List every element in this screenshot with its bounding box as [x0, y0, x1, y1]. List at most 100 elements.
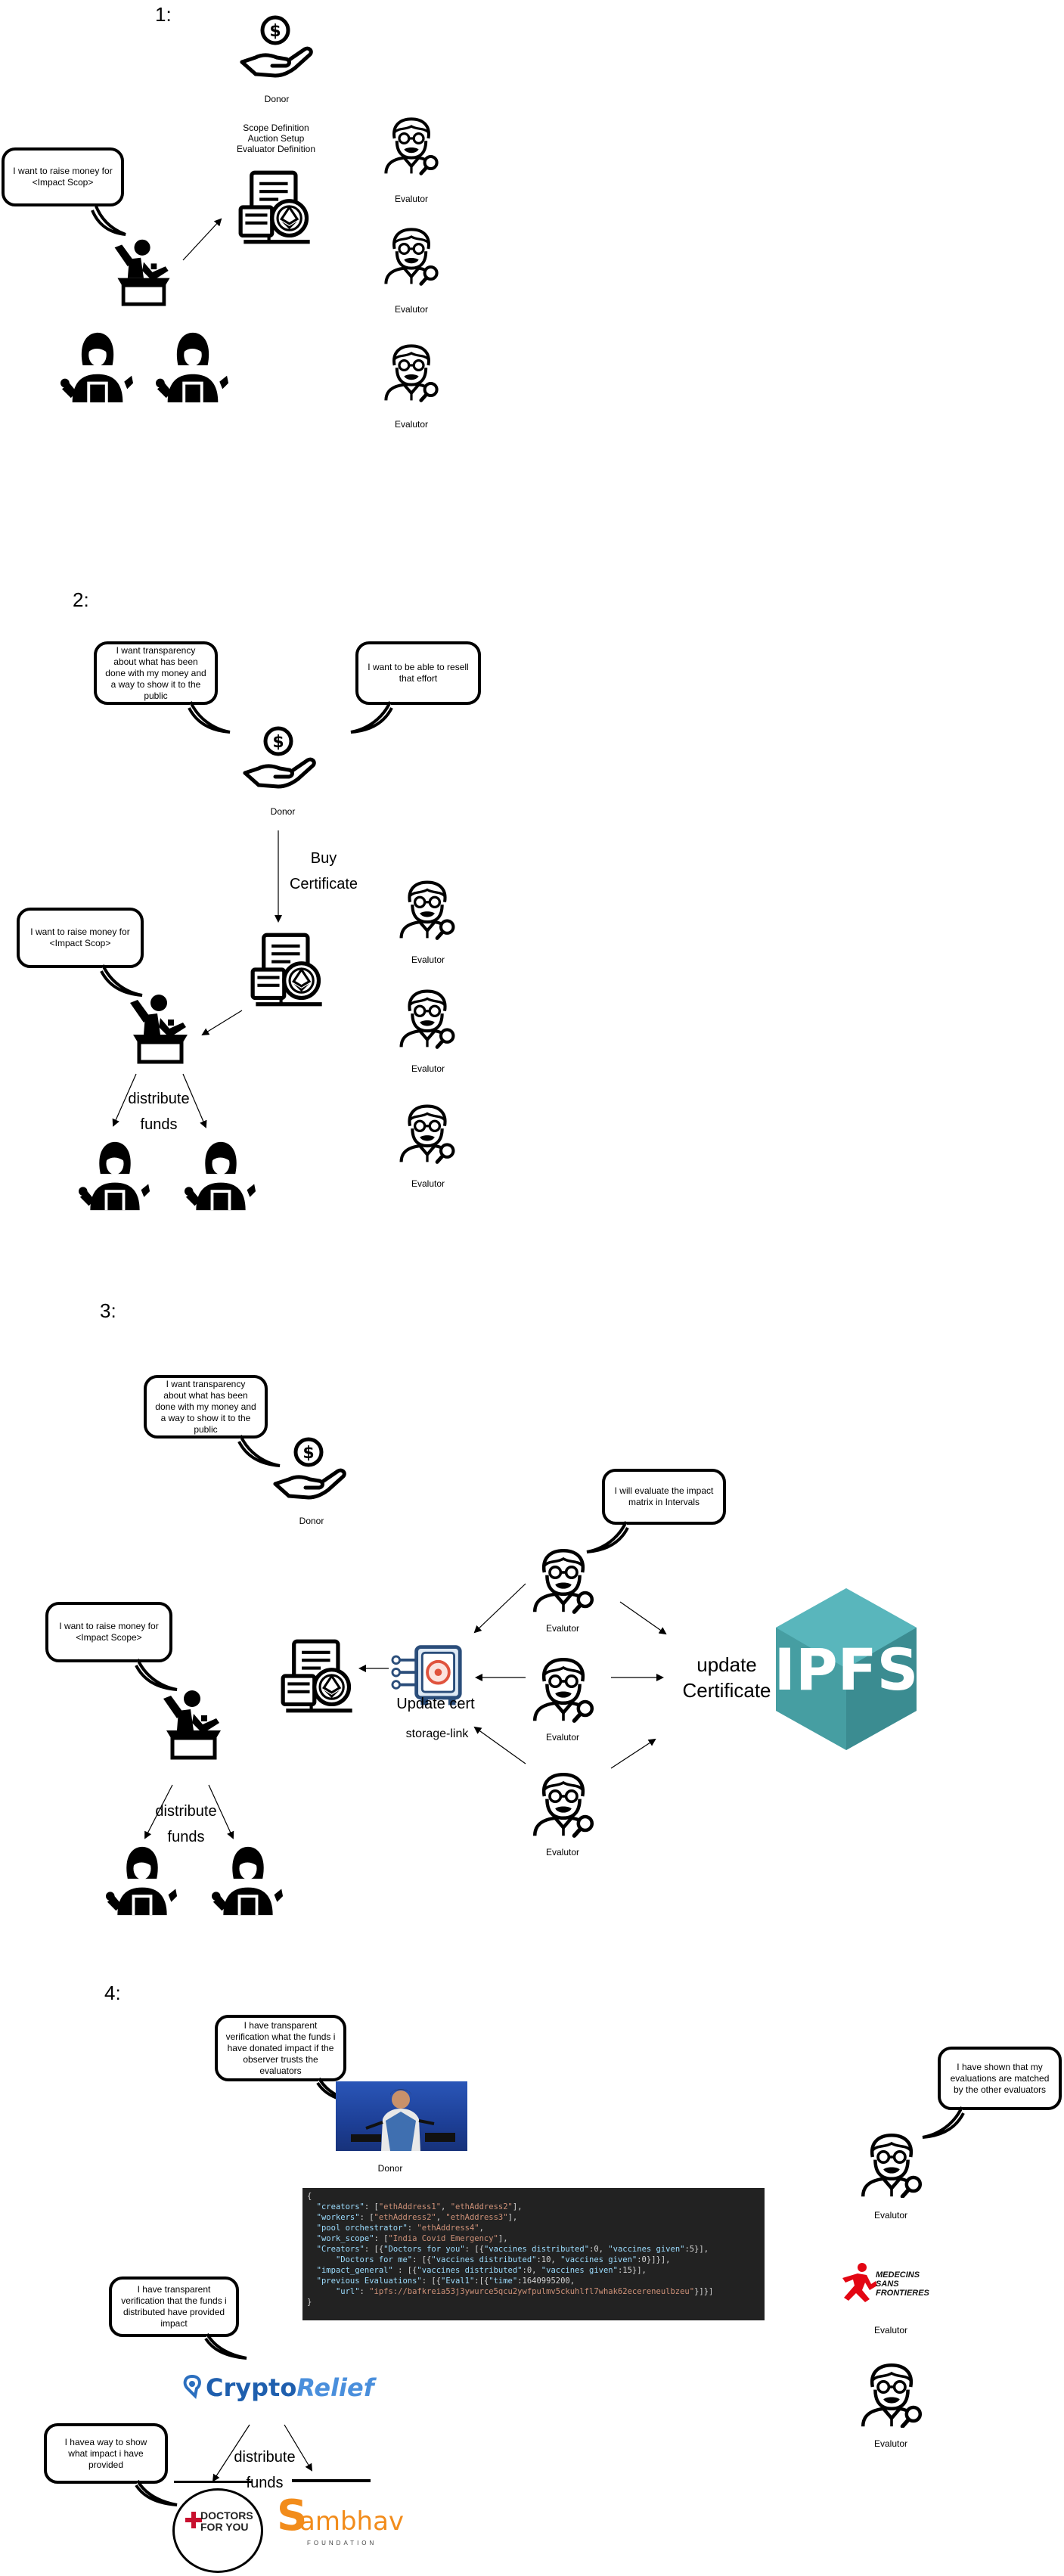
ipfs-logo: IPFS — [774, 1588, 918, 1750]
evaluator-icon — [529, 1767, 597, 1839]
donor-photo — [336, 2081, 467, 2151]
funds-word: funds — [167, 1829, 205, 1845]
evaluator-label: Evalutor — [411, 1063, 445, 1074]
bubble-tail — [922, 2106, 965, 2139]
worker-icon — [79, 1139, 151, 1212]
evaluator-label: Evalutor — [394, 194, 429, 204]
certificate-word: Certificate — [289, 876, 358, 892]
bubble-tail — [237, 1435, 281, 1467]
donor-label: Donor — [264, 94, 290, 104]
arrow-funds-left-4 — [212, 2424, 250, 2482]
bubble-tail — [350, 701, 393, 734]
code-line: "previous Evaluations": [{"Eval1":[{"tim… — [316, 2277, 575, 2286]
funds-word: funds — [140, 1116, 178, 1133]
evaluator-label: Evalutor — [394, 419, 429, 430]
doctors-word: DOCTORS — [200, 2509, 253, 2522]
bubble-tail — [135, 2479, 178, 2506]
evaluator-icon — [381, 110, 442, 178]
update-word: update — [696, 1653, 757, 1676]
storage-link-label: storage-link — [405, 1727, 469, 1740]
code-line: "Creators": [{"Doctors for you": [{"vacc… — [316, 2245, 709, 2254]
auction-setup: Auction Setup — [247, 133, 305, 144]
bubble-tail — [91, 203, 126, 236]
msf-logo: MEDECINS SANS FRONTIERES — [838, 2260, 948, 2305]
code-line: "creators": ["ethAddress1", "ethAddress2… — [316, 2202, 523, 2211]
worker-icon — [106, 1844, 178, 1916]
bubble-tail — [135, 1659, 178, 1691]
certificate-json-code-block: { "creators": ["ethAddress1", "ethAddres… — [302, 2188, 765, 2320]
bubble-tail — [204, 2332, 247, 2360]
donor-label: Donor — [270, 806, 296, 817]
donor-photo-person — [351, 2089, 455, 2151]
worker-icon — [156, 330, 230, 404]
arrow-funds-left-3 — [144, 1784, 173, 1839]
auction-contract-icon — [250, 930, 328, 1009]
step-number-3: 3: — [100, 1299, 116, 1322]
arrow-eval3-to-vault — [473, 1726, 526, 1764]
evaluator-icon — [396, 983, 458, 1051]
sambhav-s-mark: S — [277, 2491, 308, 2540]
arrow-funds-right-4 — [284, 2424, 313, 2472]
certificate-word: Certificate — [682, 1679, 771, 1702]
step-number-4: 4: — [104, 1982, 121, 2004]
evaluator-icon — [858, 2360, 926, 2428]
podium-speaker-icon — [156, 1685, 231, 1761]
bubble-tail — [586, 1521, 629, 1553]
evaluator-icon — [396, 874, 458, 942]
scope-definition: Scope Definition — [243, 123, 309, 133]
speech-bubble-raise-money: I want to raise money for <Impact Scope> — [45, 1602, 172, 1662]
worker-icon — [60, 330, 135, 404]
evaluator-label: Evalutor — [394, 304, 429, 315]
scope-text: Scope Definition Auction Setup Evaluator… — [219, 123, 333, 154]
code-line: } — [307, 2298, 312, 2307]
evaluator-icon — [396, 1098, 458, 1166]
update-cert-label: Update cert — [396, 1696, 475, 1712]
distribute-word: distribute — [155, 1803, 217, 1820]
evaluator-icon — [858, 2130, 926, 2198]
evaluator-label: Evalutor — [873, 2325, 908, 2335]
speech-bubble-evaluate: I will evaluate the impact matrix in Int… — [602, 1469, 726, 1525]
arrow-eval1-to-ipfs — [619, 1601, 667, 1635]
bubble-tail — [100, 964, 143, 997]
for-you-words: FOR YOU — [200, 2521, 249, 2533]
evaluator-label: Evalutor — [411, 1178, 445, 1189]
evaluator-label: Evalutor — [545, 1623, 580, 1634]
speech-bubble-org-verification: I have transparent verification that the… — [109, 2277, 239, 2337]
donor-label: Donor — [377, 2163, 403, 2174]
auction-contract-icon — [237, 168, 316, 247]
evaluator-label: Evalutor — [873, 2210, 908, 2221]
cryptorelief-logo-text: CryptoRelief — [206, 2373, 374, 2402]
code-line: "work_scope": ["India Covid Emergency"], — [316, 2234, 508, 2243]
evaluator-definition: Evaluator Definition — [236, 144, 316, 154]
evaluator-label: Evalutor — [411, 954, 445, 965]
divider-left — [174, 2481, 253, 2483]
distribute-funds-label: distribute funds — [227, 2444, 302, 2496]
sambhav-text: ambhav — [299, 2506, 405, 2537]
bubble-tail — [188, 701, 231, 734]
distribute-funds-label: distribute funds — [148, 1799, 224, 1850]
code-line: { — [307, 2192, 312, 2201]
evaluator-icon — [381, 221, 442, 289]
speech-bubble-donor-verification: I have transparent verification what the… — [215, 2015, 346, 2081]
evaluator-icon — [529, 1543, 597, 1615]
buy-certificate-label: Buy Certificate — [286, 846, 361, 897]
evaluator-label: Evalutor — [545, 1847, 580, 1858]
auction-contract-icon — [280, 1637, 358, 1715]
podium-speaker-icon — [123, 989, 198, 1065]
speech-bubble-show-impact: I havea way to show what impact i have p… — [44, 2423, 168, 2484]
evaluator-icon — [529, 1652, 597, 1724]
doctors-for-you-text: DOCTORS FOR YOU — [200, 2510, 253, 2533]
cryptorelief-logo-mark — [183, 2374, 201, 2400]
speech-bubble-raise-money: I want to raise money for <Impact Scop> — [2, 147, 124, 206]
speech-bubble-resell: I want to be able to resell that effort — [355, 641, 481, 705]
update-certificate-label: update Certificate — [670, 1652, 783, 1703]
red-cross-icon — [185, 2512, 202, 2528]
buy-word: Buy — [310, 850, 337, 867]
divider-right — [292, 2479, 371, 2482]
arrow-eval3-to-ipfs — [610, 1738, 656, 1769]
funds-word: funds — [246, 2475, 284, 2491]
distribute-word: distribute — [128, 1091, 190, 1107]
worker-icon — [212, 1844, 284, 1916]
speech-bubble-transparency: I want transparency about what has been … — [144, 1375, 268, 1439]
cryptorelief-crypto: Crypto — [206, 2373, 297, 2402]
